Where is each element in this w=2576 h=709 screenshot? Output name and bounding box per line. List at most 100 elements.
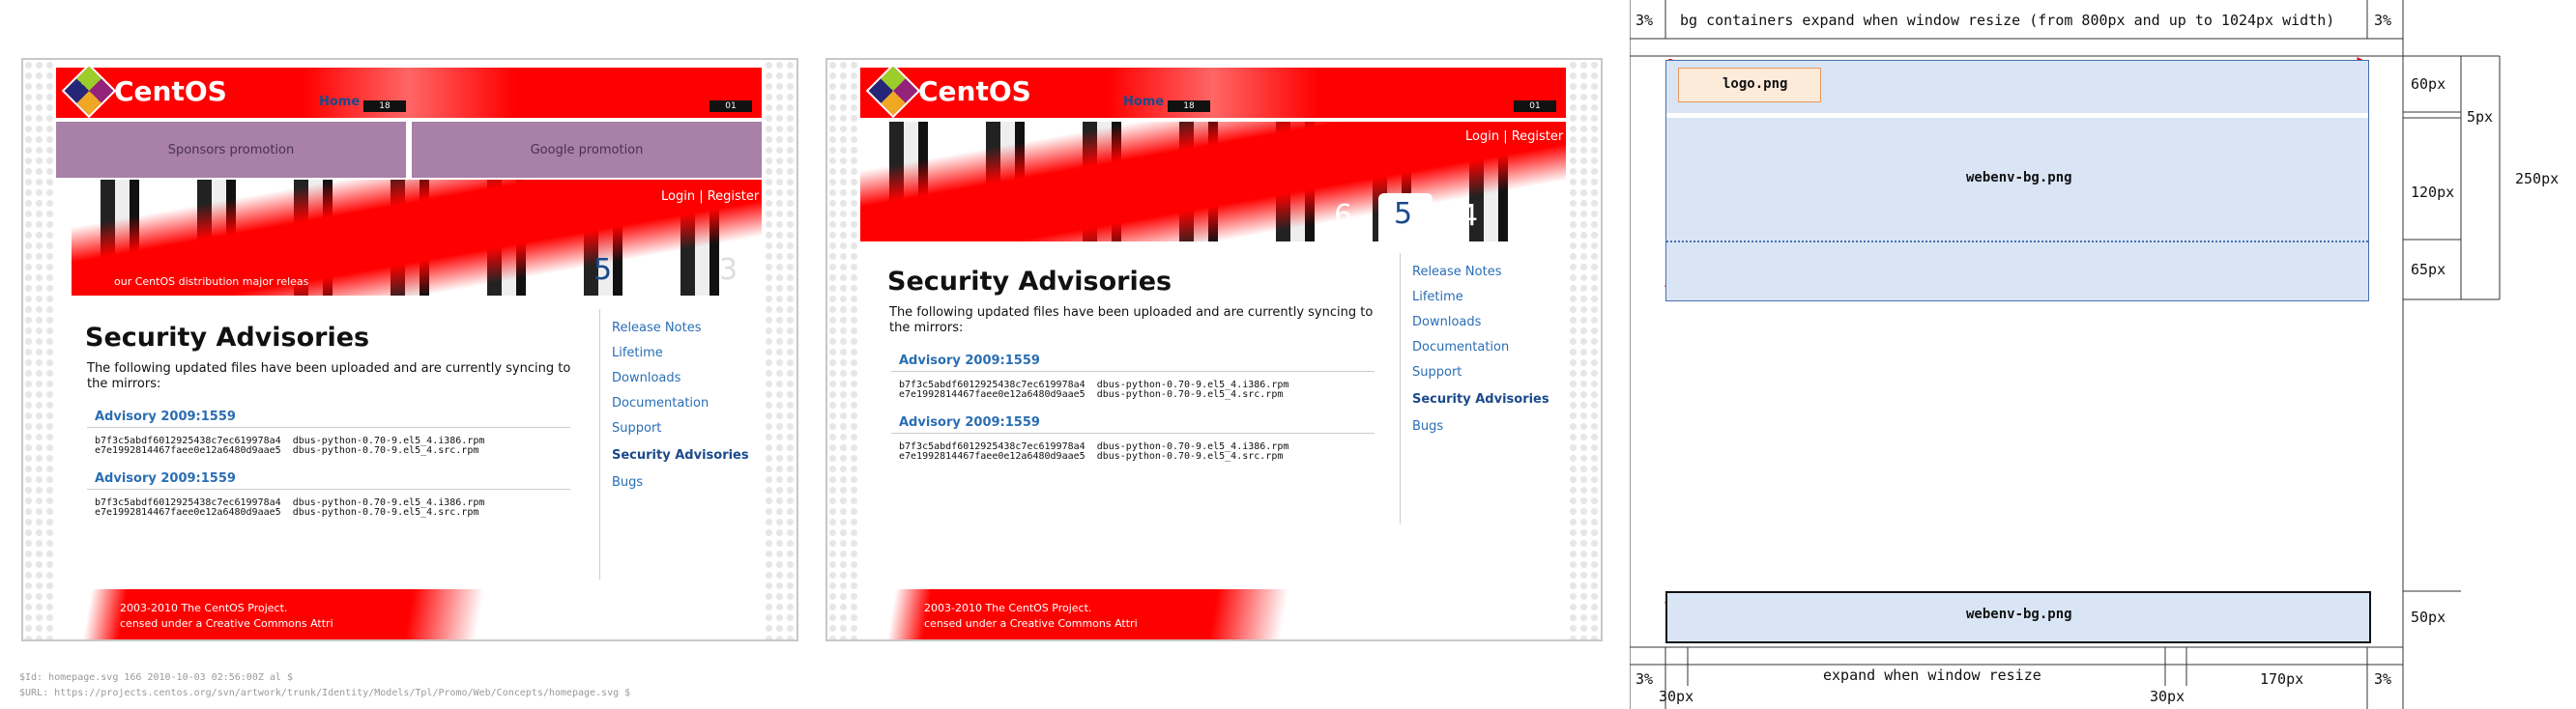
mockup-2: CentOS Home 18 01 Login | Register 6 5 4… — [825, 58, 1603, 641]
sidebar-item-support[interactable]: Support — [612, 421, 662, 436]
advisory-line: e7e1992814467faee0e12a6480d9aae5 dbus-py… — [95, 507, 479, 518]
dim-170: 170px — [2260, 670, 2304, 688]
hero-banner — [72, 180, 762, 296]
centos-logo[interactable]: CentOS — [865, 63, 1031, 119]
nav-tab[interactable]: 18 — [1168, 100, 1210, 112]
advisory-line: e7e1992814467faee0e12a6480d9aae5 dbus-py… — [899, 389, 1284, 400]
login-register-link[interactable]: Login | Register — [661, 189, 760, 204]
nav-home[interactable]: Home — [319, 95, 361, 109]
footer-file-label: webenv-bg.png — [1966, 607, 2072, 622]
logo-file-label: logo.png — [1722, 76, 1788, 92]
page-title: Security Advisories — [85, 323, 370, 353]
top-caption: bg containers expand when window resize … — [1680, 12, 2335, 29]
nav-home[interactable]: Home — [1123, 95, 1165, 109]
header-bar — [56, 68, 762, 118]
centos-logo[interactable]: CentOS — [61, 63, 227, 119]
sidebar-item-support[interactable]: Support — [1412, 365, 1462, 380]
intro-text: The following updated files have been up… — [87, 361, 571, 391]
footer-bar — [56, 589, 762, 639]
dim-50: 50px — [2411, 609, 2446, 626]
logo-text: CentOS — [114, 74, 227, 107]
release-number[interactable]: 3 — [719, 253, 738, 287]
sidebar-nav: Release Notes Lifetime Downloads Documen… — [599, 309, 765, 580]
sidebar-item-security-advisories[interactable]: Security Advisories — [612, 448, 749, 463]
advisory-title[interactable]: Advisory 2009:1559 — [899, 415, 1040, 430]
logo-text: CentOS — [918, 74, 1031, 107]
side-dots — [827, 60, 860, 639]
advisory-line: e7e1992814467faee0e12a6480d9aae5 dbus-py… — [899, 451, 1284, 462]
svn-url: $URL: https://projects.centos.org/svn/ar… — [19, 688, 631, 698]
advisory-line: e7e1992814467faee0e12a6480d9aae5 dbus-py… — [95, 445, 479, 456]
release-number[interactable]: 4 — [1460, 199, 1479, 233]
divider — [891, 433, 1375, 434]
footer-license[interactable]: censed under a Creative Commons Attri — [120, 617, 333, 630]
advisory-line: b7f3c5abdf6012925438c7ec619978a4 dbus-py… — [95, 436, 485, 446]
svn-id: $Id: homepage.svg 166 2010-10-03 02:56:0… — [19, 672, 293, 683]
centos-logo-icon — [61, 63, 117, 119]
sidebar-item-downloads[interactable]: Downloads — [1412, 315, 1482, 329]
sidebar-item-release-notes[interactable]: Release Notes — [1412, 265, 1502, 279]
release-number[interactable]: 6 — [1334, 199, 1353, 233]
google-promo[interactable]: Google promotion — [412, 122, 762, 178]
sidebar-item-bugs[interactable]: Bugs — [612, 475, 644, 490]
dim-60: 60px — [2411, 75, 2446, 93]
footer-bar — [860, 589, 1566, 639]
sidebar-item-documentation[interactable]: Documentation — [1412, 340, 1510, 354]
dim-5: 5px — [2467, 108, 2494, 126]
hero-wave — [72, 180, 762, 296]
divider — [87, 427, 570, 428]
dotted-divider — [1666, 241, 2368, 242]
dim-250: 250px — [2515, 170, 2560, 187]
sidebar-nav: Release Notes Lifetime Downloads Documen… — [1400, 253, 1565, 524]
advisory-title[interactable]: Advisory 2009:1559 — [95, 410, 236, 424]
dim-30-right: 30px — [2150, 688, 2185, 705]
gap-strip — [1666, 113, 2368, 118]
login-register-link[interactable]: Login | Register — [1465, 129, 1564, 144]
footer-copyright: 2003-2010 The CentOS Project. — [120, 602, 288, 614]
logo-box — [1678, 68, 1821, 102]
side-dots — [1568, 60, 1601, 639]
side-pct-bottom-right: 3% — [2374, 670, 2392, 688]
side-dots — [23, 60, 56, 639]
side-pct-right: 3% — [2374, 12, 2392, 29]
footer-bg-container — [1665, 591, 2371, 643]
advisory-line: b7f3c5abdf6012925438c7ec619978a4 dbus-py… — [899, 441, 1289, 452]
nav-tab[interactable]: 18 — [363, 100, 406, 112]
mockup-1: CentOS Home 18 01 Sponsors promotion Goo… — [21, 58, 798, 641]
intro-text: The following updated files have been up… — [889, 305, 1374, 335]
bg-file-label: webenv-bg.png — [1966, 170, 2072, 185]
sidebar-item-release-notes[interactable]: Release Notes — [612, 321, 702, 335]
sidebar-item-bugs[interactable]: Bugs — [1412, 419, 1444, 434]
sidebar-item-documentation[interactable]: Documentation — [612, 396, 709, 411]
dim-65: 65px — [2411, 261, 2446, 278]
divider — [891, 371, 1375, 372]
layout-diagram: 3% bg containers expand when window resi… — [1630, 0, 2576, 709]
release-number[interactable]: 3 — [1520, 199, 1539, 233]
centos-logo-icon — [865, 63, 921, 119]
release-number[interactable]: 5 — [1394, 197, 1413, 231]
advisory-title[interactable]: Advisory 2009:1559 — [95, 471, 236, 486]
dim-120: 120px — [2411, 184, 2455, 201]
release-number[interactable]: 5 — [593, 253, 613, 287]
dim-30-left: 30px — [1659, 688, 1694, 705]
footer-copyright: 2003-2010 The CentOS Project. — [924, 602, 1092, 614]
header-bar — [860, 68, 1566, 118]
sidebar-item-lifetime[interactable]: Lifetime — [1412, 290, 1463, 304]
sponsors-promo[interactable]: Sponsors promotion — [56, 122, 406, 178]
nav-tab[interactable]: 01 — [1514, 100, 1556, 112]
hero-banner — [860, 122, 1566, 241]
bottom-caption: expand when window resize — [1823, 666, 2041, 684]
sidebar-item-lifetime[interactable]: Lifetime — [612, 346, 663, 360]
sidebar-item-downloads[interactable]: Downloads — [612, 371, 681, 385]
side-pct-left: 3% — [1635, 12, 1654, 29]
footer-license[interactable]: censed under a Creative Commons Attri — [924, 617, 1138, 630]
advisory-line: b7f3c5abdf6012925438c7ec619978a4 dbus-py… — [899, 380, 1289, 390]
nav-tab[interactable]: 01 — [709, 100, 752, 112]
hero-caption: our CentOS distribution major releas — [114, 275, 309, 288]
divider — [87, 489, 570, 490]
advisory-title[interactable]: Advisory 2009:1559 — [899, 354, 1040, 368]
hero-wave — [860, 122, 1566, 241]
page-title: Security Advisories — [887, 267, 1172, 297]
advisory-line: b7f3c5abdf6012925438c7ec619978a4 dbus-py… — [95, 497, 485, 508]
sidebar-item-security-advisories[interactable]: Security Advisories — [1412, 392, 1549, 407]
